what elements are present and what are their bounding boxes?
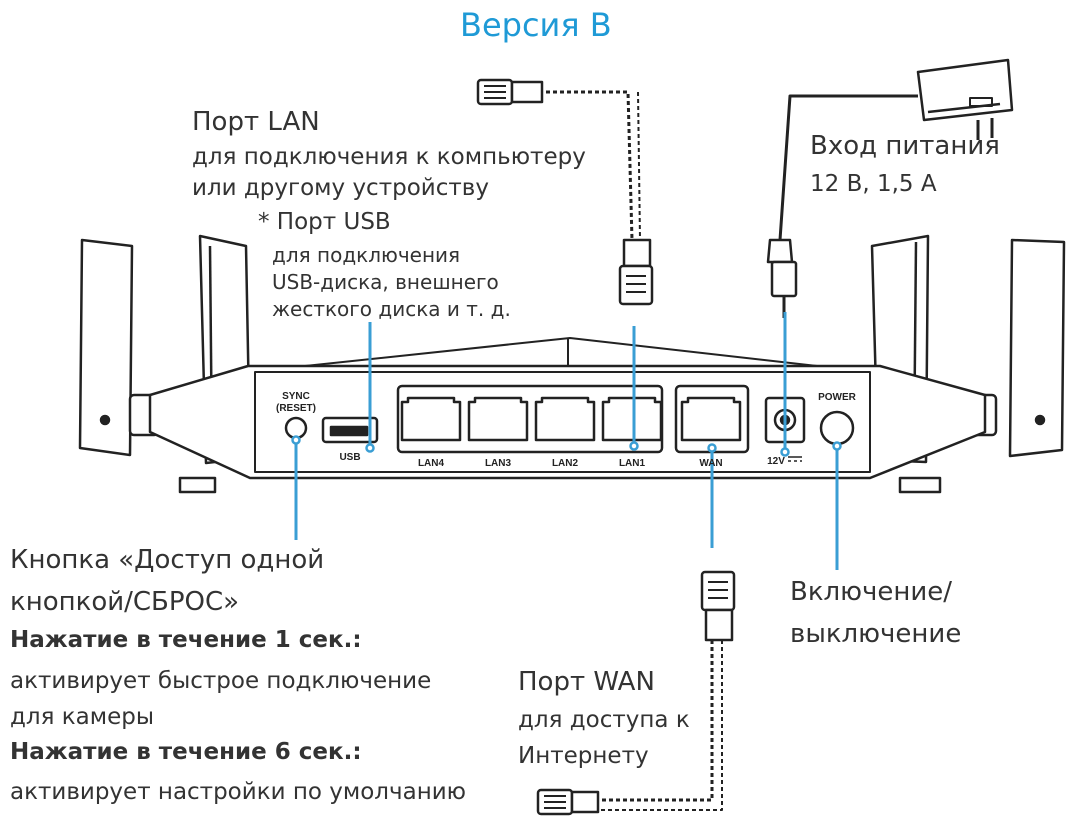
usb-title: * Порт USB [258,209,391,235]
power-button [819,410,855,446]
usb-port-label: USB [339,452,360,463]
usb-desc-2: USB-диска, внешнего [272,270,499,294]
reset-button [284,416,308,440]
diagram-title: Версия B [460,6,612,44]
reset-label: (RESET) [276,403,316,414]
power-switch-1: Включение/ [790,577,953,607]
button-title-1: Кнопка «Доступ одной [10,545,325,575]
lan3-label: LAN3 [485,458,512,469]
wan-port-label: WAN [699,458,722,469]
antenna-far-right [1008,238,1066,458]
power-button-label: POWER [818,392,857,403]
lan1-label: LAN1 [619,458,646,469]
usb-desc-3: жесткого диска и т. д. [272,297,511,321]
power-in-spec: 12 В, 1,5 А [810,171,937,197]
press-1s-desc-2: для камеры [10,704,154,730]
lan-cable [476,78,654,306]
wan-desc-2: Интернету [518,743,649,769]
power-switch-2: выключение [790,619,962,649]
press-6s-title: Нажатие в течение 6 сек.: [10,739,362,765]
power-in-title: Вход питания [810,131,1000,161]
sync-label: SYNC [282,391,310,402]
lan-desc-1: для подключения к компьютеру [192,144,586,170]
leader-lines [294,312,839,570]
wan-cable [536,570,736,816]
button-title-2: кнопкой/СБРОС» [10,587,240,617]
lan-title: Порт LAN [192,107,320,137]
press-6s-desc: активирует настройки по умолчанию [10,779,467,805]
lan2-label: LAN2 [552,458,579,469]
power-adapter [766,58,1014,318]
lan4-label: LAN4 [418,458,445,469]
press-1s-desc-1: активирует быстрое подключение [10,668,432,694]
antenna-far-left [78,238,134,457]
lan-desc-2: или другому устройству [192,175,489,201]
dc-label: 12V [767,456,785,467]
wan-title: Порт WAN [518,667,655,697]
usb-desc-1: для подключения [272,243,461,267]
wan-port [680,396,742,442]
lan-ports [400,396,663,442]
wan-desc-1: для доступа к [518,707,690,733]
press-1s-title: Нажатие в течение 1 сек.: [10,627,362,653]
